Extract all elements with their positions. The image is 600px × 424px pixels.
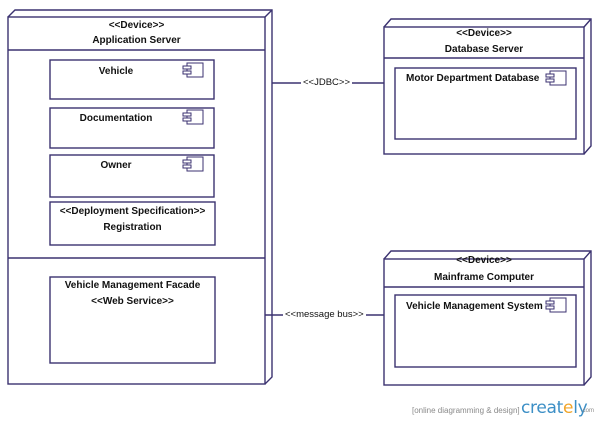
component-box-vms (394, 294, 577, 368)
component-icon (182, 156, 204, 172)
component-name-motor-db: Motor Department Database (406, 73, 540, 84)
message-bus-label: <<message bus>> (283, 309, 366, 320)
creately-logo: creately (521, 398, 588, 418)
app-server-stereotype: <<Device>> (108, 20, 165, 31)
mainframe-node (383, 250, 592, 386)
mainframe-stereotype: <<Device>> (456, 255, 512, 266)
component-icon (182, 109, 204, 125)
component-name-documentation: Documentation (79, 113, 153, 124)
facade-name: Vehicle Management Facade (64, 280, 201, 291)
component-icon (545, 70, 567, 86)
db-server-node (383, 18, 592, 155)
component-icon (182, 62, 204, 78)
component-name-vehicle: Vehicle (98, 66, 134, 77)
db-server-title: Database Server (444, 44, 524, 55)
app-server-node (7, 9, 273, 385)
brand-suffix: .com (581, 408, 595, 414)
deployment-spec-name: Registration (103, 222, 162, 233)
component-box-vehicle (49, 59, 215, 100)
component-box-motor-db (394, 67, 577, 140)
component-name-owner: Owner (100, 160, 132, 171)
db-server-stereotype: <<Device>> (456, 28, 512, 39)
app-server-title: Application Server (92, 35, 181, 46)
deployment-spec-box (49, 201, 216, 246)
facade-stereotype: <<Web Service>> (91, 296, 174, 307)
deployment-spec-stereotype: <<Deployment Specification>> (59, 206, 206, 217)
footer-tagline: [online diagramming & design] (412, 406, 520, 415)
component-box-documentation (49, 107, 215, 149)
brand-accent: e (563, 398, 574, 418)
component-box-owner (49, 154, 215, 198)
component-name-vms: Vehicle Management System (406, 301, 543, 312)
mainframe-title: Mainframe Computer (433, 272, 534, 283)
component-icon (545, 297, 567, 313)
brand-tail: ly (573, 398, 588, 418)
jdbc-label: <<JDBC>> (301, 77, 352, 88)
brand-main: creat (521, 398, 564, 418)
facade-box (49, 276, 216, 364)
